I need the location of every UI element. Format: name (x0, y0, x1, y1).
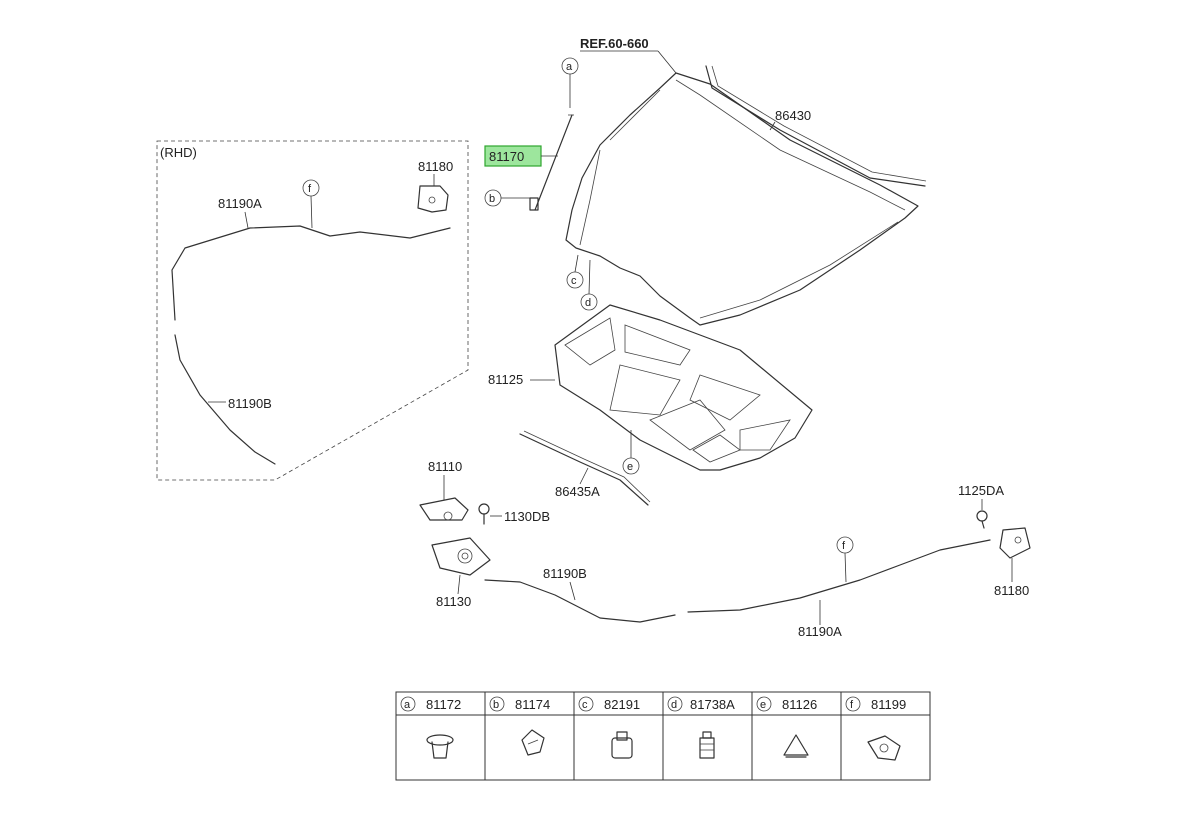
push-clip-icon (783, 734, 809, 758)
svg-text:d: d (671, 699, 677, 711)
seal-strip (519, 430, 651, 506)
callout-81180[interactable]: 81180 (994, 583, 1029, 598)
marker-f-main[interactable]: f (836, 536, 854, 583)
marker-c[interactable]: c (566, 254, 584, 289)
fastener-icon (699, 731, 715, 759)
callout-81190B[interactable]: 81190B (543, 566, 587, 581)
rhd-section: (RHD) 81180 81190A f 81190B (156, 140, 469, 481)
svg-text:a: a (404, 699, 411, 711)
svg-text:f: f (842, 540, 846, 552)
legend-table: a 81172 b 81174 c 82191 (395, 691, 931, 781)
legend-cell-b[interactable]: b 81174 (489, 696, 550, 756)
callout-81125[interactable]: 81125 (488, 372, 523, 387)
svg-text:b: b (493, 699, 499, 711)
svg-text:e: e (760, 699, 766, 711)
callout-86435A[interactable]: 86435A (555, 484, 600, 499)
callout-86430[interactable]: 86430 (775, 108, 811, 123)
bumper-stop-icon (611, 731, 633, 759)
callout-81170-highlight[interactable]: 81170 (484, 145, 558, 167)
rhd-label: (RHD) (160, 145, 197, 160)
clip-icon (521, 729, 545, 756)
callout-1130DB[interactable]: 1130DB (504, 509, 550, 524)
marker-b[interactable]: b (484, 189, 530, 207)
callout-81110[interactable]: 81110 (428, 459, 462, 474)
legend-part-a: 81172 (426, 697, 461, 712)
cable-clip-icon (867, 735, 901, 761)
callout-1125DA[interactable]: 1125DA (958, 483, 1004, 498)
bolt-1130DB (478, 503, 490, 525)
grommet-icon (426, 734, 454, 759)
cable-b-main (484, 579, 676, 623)
latch-release (419, 497, 469, 521)
legend-cell-d[interactable]: d 81738A (667, 696, 735, 759)
marker-f-rhd[interactable]: f (302, 179, 320, 229)
callout-81130[interactable]: 81130 (436, 594, 471, 609)
legend-part-f: 81199 (871, 697, 906, 712)
svg-text:e: e (627, 461, 633, 473)
bolt-1125DA (976, 510, 988, 529)
svg-text:c: c (571, 275, 577, 287)
legend-part-d: 81738A (690, 697, 735, 712)
legend-cell-e[interactable]: e 81126 (756, 696, 817, 758)
hood-panel (565, 72, 919, 326)
svg-text:f: f (308, 183, 312, 195)
svg-text:d: d (585, 297, 591, 309)
legend-part-c: 82191 (604, 697, 640, 712)
lift-rod (529, 114, 574, 211)
svg-text:a: a (566, 61, 573, 73)
legend-cell-f[interactable]: f 81199 (845, 696, 906, 761)
hood-weatherstrip (705, 65, 927, 187)
marker-d[interactable]: d (580, 259, 598, 311)
callout-81190B-rhd[interactable]: 81190B (228, 396, 272, 411)
svg-text:c: c (582, 699, 588, 711)
legend-cell-a[interactable]: a 81172 (400, 696, 461, 759)
marker-a[interactable]: a (561, 57, 579, 108)
cable-a-main (687, 539, 991, 613)
svg-text:b: b (489, 193, 495, 205)
legend-part-e: 81126 (782, 697, 817, 712)
legend-part-b: 81174 (515, 697, 550, 712)
callout-81190A-rhd[interactable]: 81190A (218, 196, 262, 211)
svg-text:f: f (850, 699, 854, 711)
latch-bracket-right (999, 527, 1031, 559)
ref-label[interactable]: REF.60-660 (580, 36, 649, 51)
latch-assy (431, 537, 491, 576)
marker-e[interactable]: e (622, 430, 640, 475)
insulator-pad (554, 304, 813, 471)
legend-cell-c[interactable]: c 82191 (578, 696, 640, 759)
callout-81180-rhd[interactable]: 81180 (418, 159, 453, 174)
ref-label-group[interactable]: REF.60-660 (580, 36, 677, 74)
callout-81190A[interactable]: 81190A (798, 624, 842, 639)
callout-81170[interactable]: 81170 (489, 149, 524, 164)
